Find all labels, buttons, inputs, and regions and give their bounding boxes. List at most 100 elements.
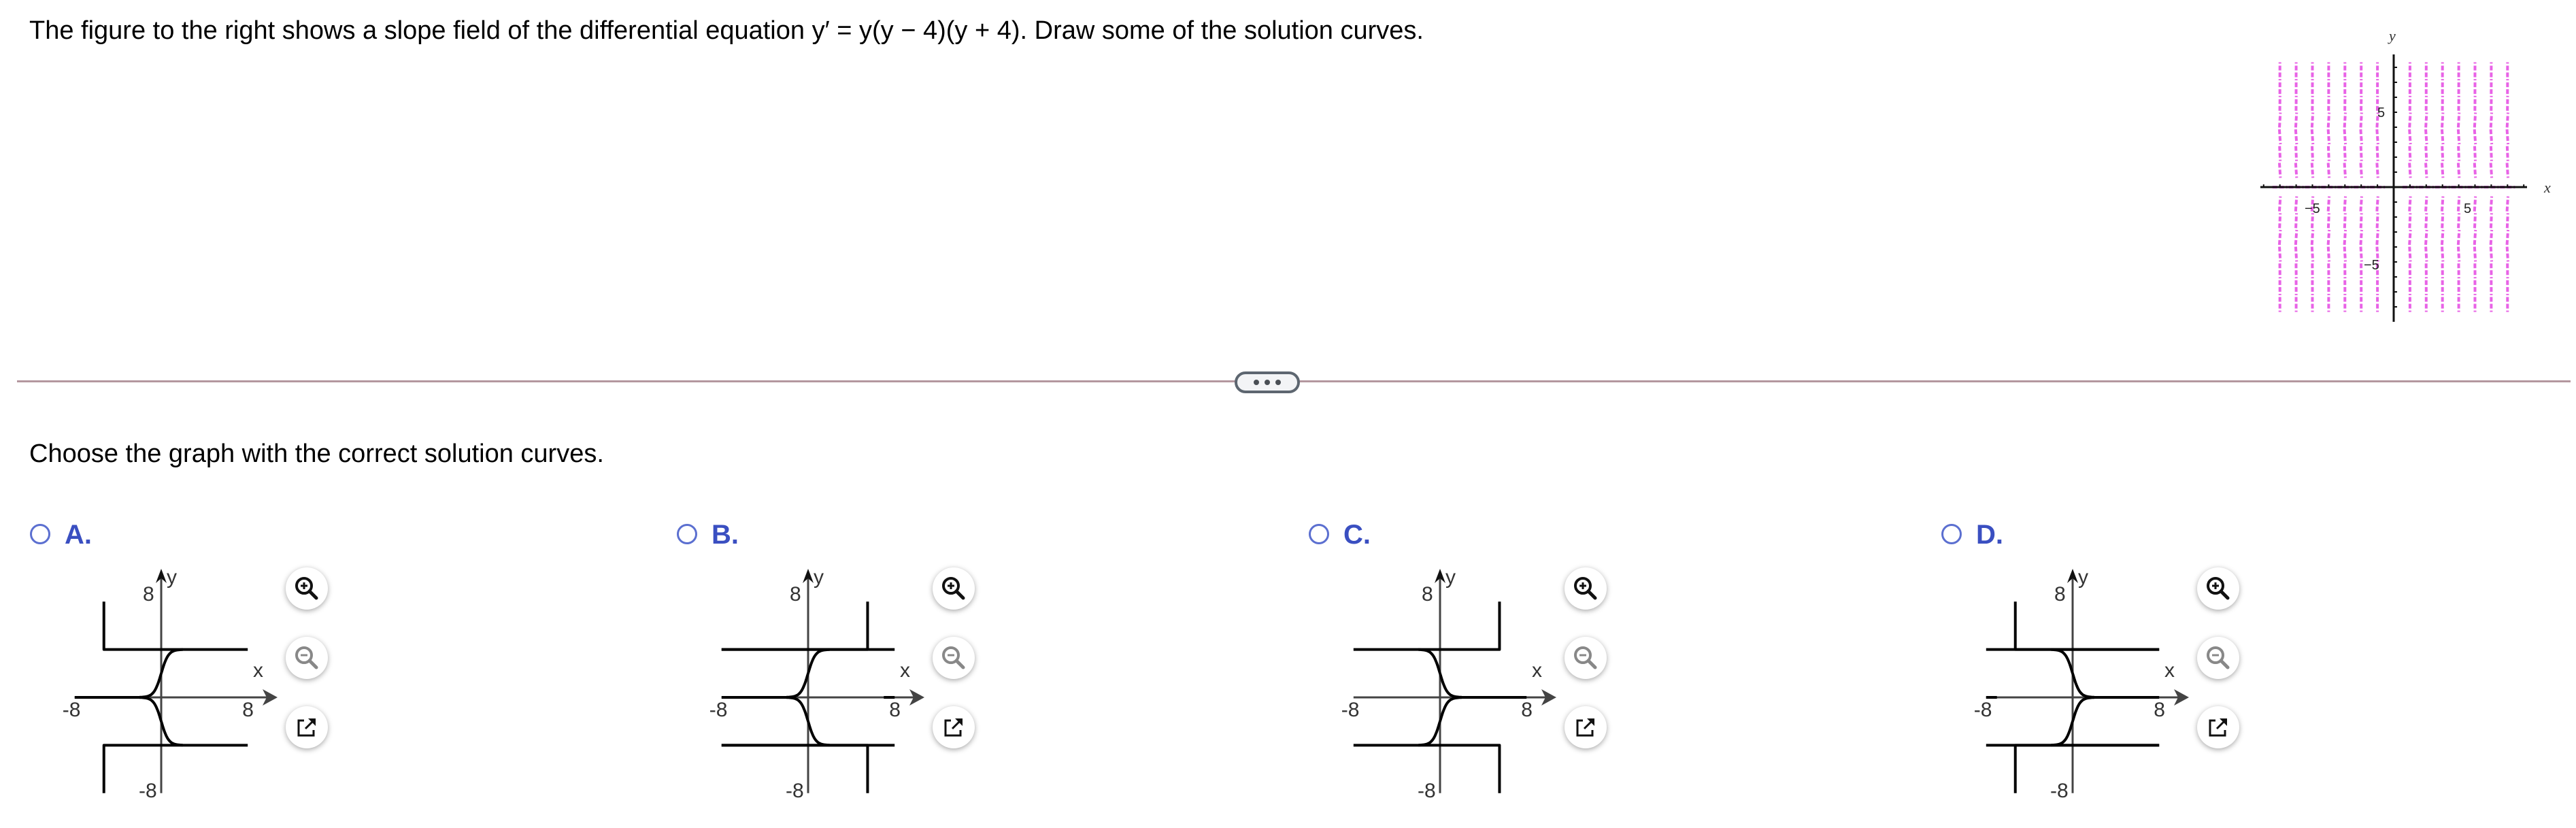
slope-dash — [2326, 129, 2331, 145]
y-axis-arrow — [803, 569, 814, 583]
open-new-window-icon — [1572, 714, 1599, 741]
slope-dash — [2424, 229, 2428, 246]
zoom-out-button[interactable] — [286, 637, 328, 679]
open-new-window-icon — [2205, 714, 2232, 741]
slope-dash — [2505, 112, 2509, 128]
open-in-new-window-button[interactable] — [933, 706, 975, 748]
option-letter: D. — [1976, 520, 2003, 550]
option-letter: A. — [65, 520, 92, 550]
solution-curve — [2013, 601, 2160, 651]
slope-dash — [2440, 196, 2445, 212]
zoom-in-button[interactable] — [1565, 567, 1607, 610]
slope-dash — [2441, 112, 2445, 128]
slope-dash — [2277, 129, 2282, 145]
x-min-label: -8 — [709, 699, 728, 721]
y-max-label: 8 — [790, 583, 801, 606]
y-max-label: 8 — [1422, 583, 1433, 606]
option-letter: B. — [712, 520, 739, 550]
slope-dash — [2441, 246, 2445, 262]
slope-dash — [2326, 213, 2330, 229]
slope-dash — [2310, 246, 2315, 262]
zoom-in-button[interactable] — [933, 567, 975, 610]
slope-dash — [2408, 112, 2412, 128]
zoom-out-icon — [2205, 644, 2232, 672]
slope-dash — [2408, 163, 2412, 178]
slope-dash — [2424, 129, 2428, 145]
slope-dash — [2457, 146, 2461, 161]
question-text: The figure to the right shows a slope fi… — [29, 16, 1424, 45]
x-max-label: 8 — [1521, 699, 1533, 721]
y-axis-arrow — [156, 569, 167, 583]
expand-more-button[interactable] — [1235, 371, 1300, 393]
slope-dash — [2326, 146, 2330, 161]
y-min-label: -8 — [2050, 780, 2069, 802]
x-min-label: -8 — [63, 699, 81, 721]
slope-dash — [2489, 146, 2493, 161]
solution-curve — [102, 601, 248, 651]
open-in-new-window-button[interactable] — [1565, 706, 1607, 748]
slope-dash — [2311, 146, 2314, 161]
option-letter: C. — [1343, 520, 1371, 550]
slope-dash — [2326, 246, 2331, 262]
slope-dash — [2456, 163, 2461, 178]
zoom-in-button[interactable] — [286, 567, 328, 610]
open-in-new-window-button[interactable] — [2197, 706, 2239, 748]
slope-dash — [2375, 146, 2379, 161]
radio-button[interactable] — [30, 524, 50, 544]
solution-curve — [1353, 744, 1501, 793]
slope-dash — [2456, 129, 2461, 145]
x-max-label: 8 — [889, 699, 901, 721]
slope-dash — [2408, 246, 2412, 262]
slope-dash — [2408, 229, 2412, 246]
zoom-in-button[interactable] — [2197, 567, 2239, 610]
slope-dash — [2505, 129, 2510, 145]
slope-field-chart: y x −5 5 5 −5 — [2260, 27, 2551, 322]
slope-dash — [2489, 129, 2494, 145]
y-min-label: -8 — [1418, 780, 1436, 802]
y-tick-label-5: 5 — [2377, 105, 2385, 120]
radio-button[interactable] — [677, 524, 697, 544]
instruction-text: Choose the graph with the correct soluti… — [29, 440, 604, 468]
slope-dash — [2489, 112, 2494, 128]
zoom-out-button[interactable] — [1565, 637, 1607, 679]
slope-dash — [2408, 146, 2412, 161]
solution-curve — [2013, 744, 2160, 793]
slope-dash — [2277, 163, 2282, 178]
slope-dash — [2456, 246, 2461, 262]
slope-dash — [2440, 229, 2445, 246]
radio-button[interactable] — [1941, 524, 1962, 544]
x-axis-label: x — [1532, 659, 1542, 682]
slope-dash — [2441, 213, 2445, 229]
zoom-out-button[interactable] — [933, 637, 975, 679]
slope-dash — [2310, 112, 2315, 128]
slope-dash — [2326, 112, 2331, 128]
slope-dash — [2343, 129, 2347, 145]
slope-dash — [2343, 229, 2347, 246]
slope-dash — [2359, 112, 2363, 128]
slope-dash — [2440, 129, 2445, 145]
slope-dash — [2278, 146, 2282, 161]
slope-dash — [2326, 196, 2331, 212]
x-axis-arrow — [909, 689, 924, 706]
x-max-label: 8 — [2154, 699, 2165, 721]
radio-button[interactable] — [1309, 524, 1329, 544]
slope-dash — [2278, 213, 2282, 229]
slope-dash — [2359, 229, 2363, 246]
ellipsis-dot — [1265, 380, 1270, 385]
slope-dash — [2294, 129, 2298, 145]
zoom-out-icon — [1572, 644, 1599, 672]
zoom-in-icon — [2205, 575, 2232, 602]
zoom-out-button[interactable] — [2197, 637, 2239, 679]
slope-dash — [2408, 129, 2412, 145]
slope-dash — [2456, 229, 2461, 246]
open-in-new-window-button[interactable] — [286, 706, 328, 748]
x-max-label: 8 — [242, 699, 254, 721]
solution-curve — [102, 744, 248, 793]
